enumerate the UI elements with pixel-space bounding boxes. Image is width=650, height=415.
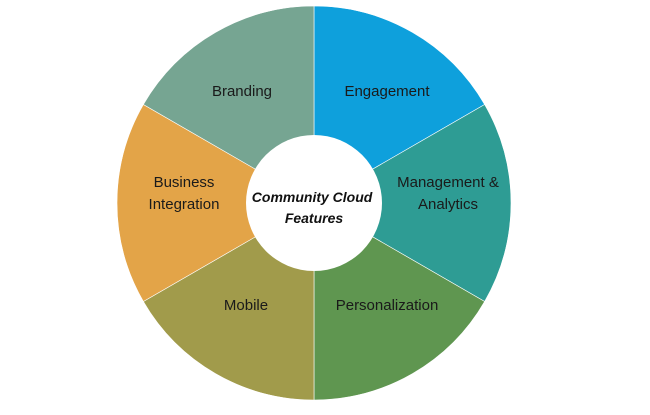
segment-label-mobile: Mobile xyxy=(224,297,268,314)
center-circle xyxy=(246,135,382,271)
center-label-line-2: Features xyxy=(285,210,344,226)
segment-label-branding: Branding xyxy=(212,83,272,100)
center-label-line-1: Community Cloud xyxy=(252,189,373,205)
segment-label-line: Integration xyxy=(149,196,220,213)
segment-label-line: Management & xyxy=(397,174,499,191)
segment-management-analytics xyxy=(313,104,512,302)
segment-label-engagement: Engagement xyxy=(344,83,430,100)
segment-label-management-analytics: Management & Analytics xyxy=(397,174,499,213)
segment-label-line: Branding xyxy=(212,83,272,100)
segment-label-line: Business xyxy=(154,174,215,191)
segment-label-line: Engagement xyxy=(344,83,430,100)
segment-label-line: Personalization xyxy=(336,297,439,314)
segment-label-line: Mobile xyxy=(224,297,268,314)
center-label: Community Cloud Features xyxy=(252,189,376,226)
segment-label-personalization: Personalization xyxy=(336,297,439,314)
segment-business-integration xyxy=(116,104,315,302)
segment-label-line: Analytics xyxy=(418,196,478,213)
